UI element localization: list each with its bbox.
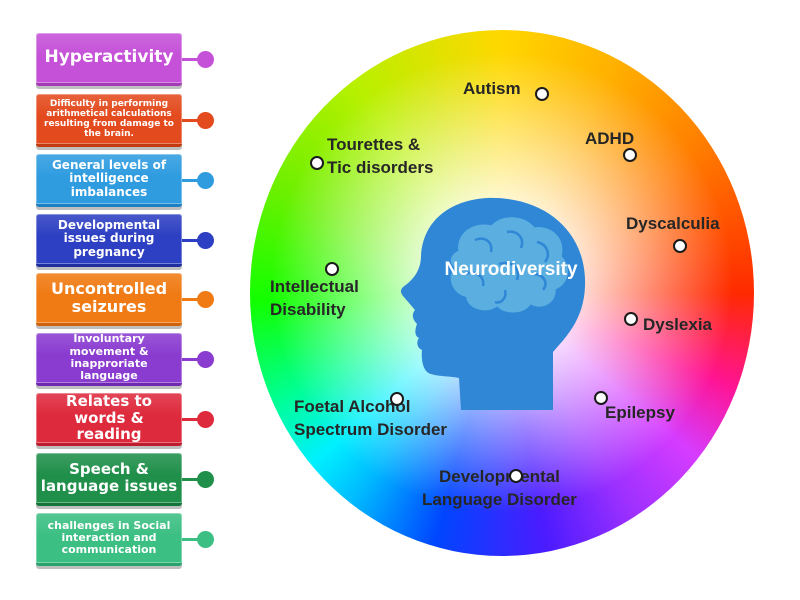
drag-knob[interactable] <box>197 291 214 308</box>
drop-target-adhd[interactable] <box>623 148 637 162</box>
connector-line <box>182 239 204 242</box>
label-developmental-language: Developmental Language Disorder <box>422 467 577 509</box>
drag-knob[interactable] <box>197 531 214 548</box>
drag-knob[interactable] <box>197 351 214 368</box>
drag-knob[interactable] <box>197 51 214 68</box>
tile-hyperactivity[interactable]: Hyperactivity <box>36 33 182 86</box>
tile-involuntary-movement[interactable]: Involuntary movement & inapproriate lang… <box>36 333 182 386</box>
tile-social-interaction[interactable]: challenges in Social interaction and com… <box>36 513 182 566</box>
connector-line <box>182 58 204 61</box>
drop-target-developmental-language[interactable] <box>509 469 523 483</box>
label-intellectual: Intellectual Disability <box>270 277 359 319</box>
drag-knob[interactable] <box>197 471 214 488</box>
connector-line <box>182 179 204 182</box>
drag-knob[interactable] <box>197 112 214 129</box>
drop-target-autism[interactable] <box>535 87 549 101</box>
tile-label: Speech & language issues <box>40 460 178 495</box>
connector-line <box>182 538 204 541</box>
label-foetal-alcohol: Foetal Alcohol Spectrum Disorder <box>294 397 448 439</box>
drop-target-epilepsy[interactable] <box>594 391 608 405</box>
tile-words-reading[interactable]: Relates to words & reading <box>36 391 182 446</box>
tile-pregnancy[interactable]: Developmental issues during pregnancy <box>36 214 182 267</box>
tile-intelligence[interactable]: General levels of intelligence imbalance… <box>36 154 182 207</box>
drop-target-tourettes[interactable] <box>310 156 324 170</box>
drop-target-dyslexia[interactable] <box>624 312 638 326</box>
connector-line <box>182 478 204 481</box>
tile-label: Hyperactivity <box>44 47 174 68</box>
center-title: Neurodiversity <box>444 259 578 280</box>
drop-target-dyscalculia[interactable] <box>673 239 687 253</box>
tile-label: challenges in Social interaction and com… <box>47 518 171 557</box>
connector-line <box>182 358 204 361</box>
label-autism: Autism <box>463 79 521 98</box>
tile-label: Involuntary movement & inapproriate lang… <box>69 332 149 383</box>
tile-label: Developmental issues during pregnancy <box>57 217 161 259</box>
label-epilepsy: Epilepsy <box>605 403 675 422</box>
connector-line <box>182 298 204 301</box>
drag-knob[interactable] <box>197 172 214 189</box>
tile-label: Uncontrolled seizures <box>50 279 168 316</box>
drag-knob[interactable] <box>197 411 214 428</box>
tile-label: Relates to words & reading <box>66 391 152 444</box>
head-brain-icon <box>400 197 586 410</box>
connector-line <box>182 119 204 122</box>
tile-label: General levels of intelligence imbalance… <box>51 157 167 199</box>
label-dyslexia: Dyslexia <box>643 315 712 334</box>
drag-knob[interactable] <box>197 232 214 249</box>
label-tourettes: Tourettes & Tic disorders <box>327 135 434 177</box>
label-adhd: ADHD <box>585 129 635 148</box>
tile-label: Difficulty in performing arithmetical ca… <box>44 98 174 140</box>
tile-seizures[interactable]: Uncontrolled seizures <box>36 273 182 326</box>
drop-target-intellectual[interactable] <box>325 262 339 276</box>
tile-speech-language[interactable]: Speech & language issues <box>36 453 182 506</box>
label-dyscalculia: Dyscalculia <box>626 214 720 233</box>
tile-dyscalculia-definition[interactable]: Difficulty in performing arithmetical ca… <box>36 94 182 147</box>
drop-target-foetal-alcohol[interactable] <box>390 392 404 406</box>
connector-line <box>182 418 204 421</box>
